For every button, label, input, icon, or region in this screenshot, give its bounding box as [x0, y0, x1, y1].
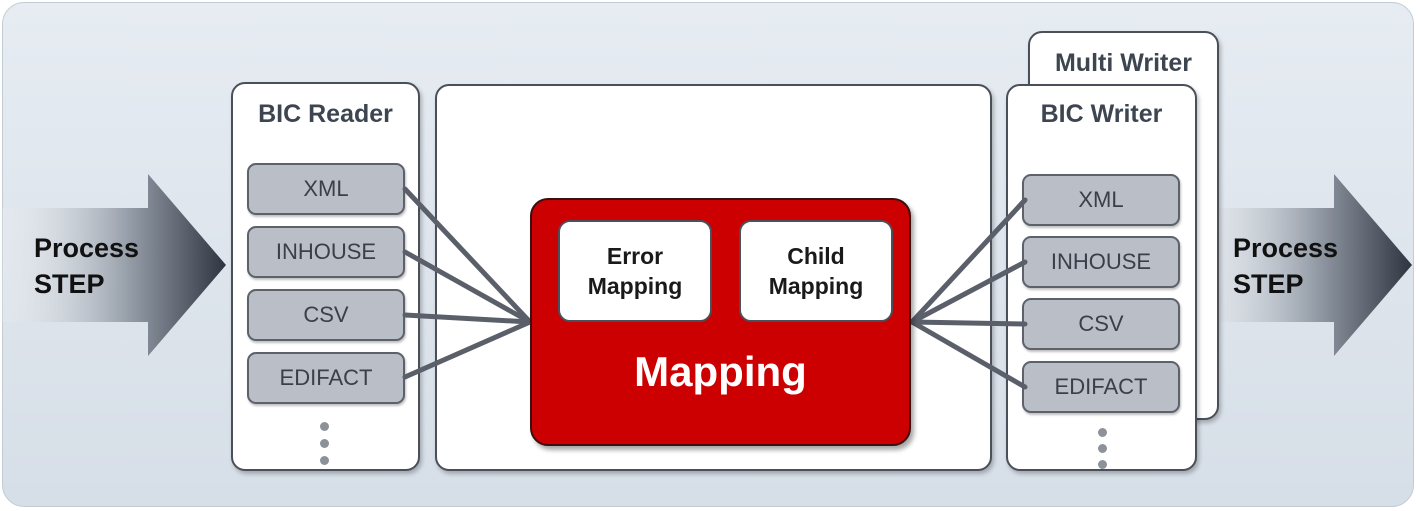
connector-reader-xml: [402, 186, 533, 325]
connector-reader-inhouse: [402, 249, 533, 325]
multi-writer-title: Multi Writer: [1054, 49, 1193, 77]
writer-format-edifact: EDIFACT: [1022, 361, 1180, 413]
connector-reader-csv: [402, 312, 533, 325]
left-process-arrow: [0, 174, 226, 356]
reader-format-csv: CSV: [247, 289, 405, 341]
right-process-arrow: [1186, 174, 1412, 356]
connector-writer-edifact: [909, 319, 1028, 390]
right-process-line1: Process: [1233, 233, 1339, 263]
writer-more-dot: [1098, 460, 1107, 469]
right-process-line2: STEP: [1233, 269, 1304, 299]
child-mapping-box: Child Mapping: [739, 220, 893, 322]
error-mapping-line1: Error: [606, 243, 664, 269]
connector-writer-xml: [909, 197, 1028, 325]
mapping-label: Mapping: [634, 348, 807, 395]
writer-format-xml: XML: [1022, 174, 1180, 226]
mapping-block: Error Mapping Child Mapping Mapping: [530, 198, 911, 446]
writer-format-inhouse: INHOUSE: [1022, 236, 1180, 288]
connector-writer-csv: [909, 319, 1028, 327]
right-process-label: Process STEP: [1233, 230, 1338, 302]
bic-reader-title: BIC Reader: [258, 100, 393, 128]
writer-more-dot: [1098, 444, 1107, 453]
left-process-label: Process STEP: [34, 230, 139, 302]
reader-more-dot: [320, 422, 329, 431]
connector-reader-edifact: [402, 319, 533, 380]
child-mapping-line2: Mapping: [768, 273, 864, 299]
error-mapping-box: Error Mapping: [558, 220, 712, 322]
left-process-line1: Process: [34, 233, 140, 263]
reader-format-edifact: EDIFACT: [247, 352, 405, 404]
writer-format-csv: CSV: [1022, 298, 1180, 350]
bic-writer-title: BIC Writer: [1040, 100, 1163, 128]
error-mapping-line2: Mapping: [587, 273, 683, 299]
left-process-line2: STEP: [34, 269, 105, 299]
reader-more-dot: [320, 456, 329, 465]
reader-more-dot: [320, 439, 329, 448]
writer-more-dot: [1098, 428, 1107, 437]
child-mapping-line1: Child: [787, 243, 845, 269]
connector-writer-inhouse: [909, 259, 1028, 325]
